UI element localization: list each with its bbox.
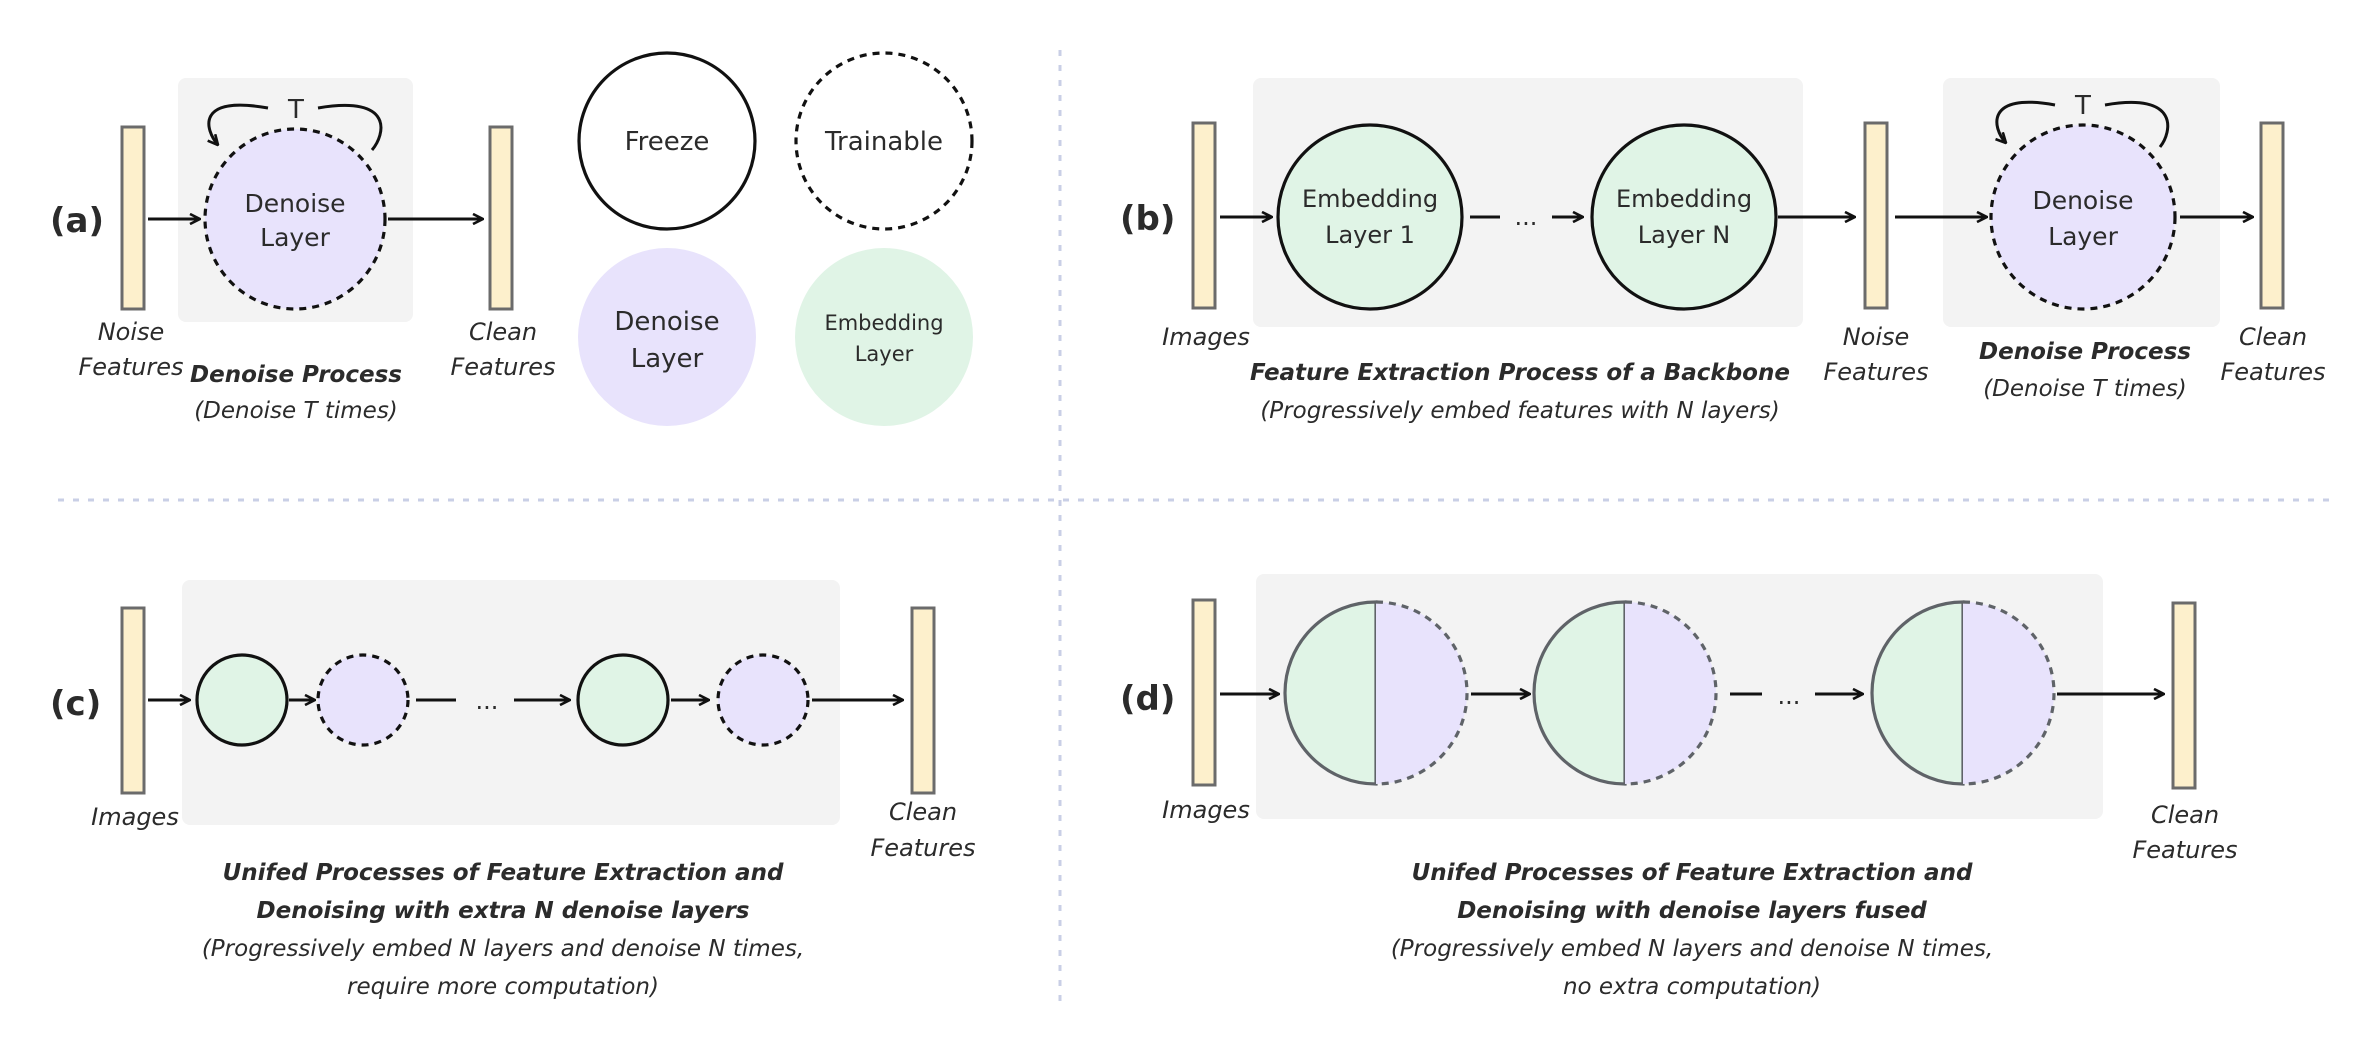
legend-embedding-label-2: Layer (855, 342, 914, 366)
denoise-layer-circle (203, 127, 387, 311)
denoise-circle-c-2 (716, 653, 810, 747)
panel-d-title-1: Unifed Processes of Feature Extraction a… (1412, 860, 1973, 886)
panel-d: (d) ... Images Clean Features Unifed Pro… (1120, 574, 2238, 1000)
clean-features-label-c-2: Features (870, 834, 975, 862)
denoise-label-2: Layer (260, 223, 330, 252)
loop-arrow-b (1997, 100, 2056, 143)
clean-features-bar-c (910, 606, 936, 795)
panel-b-denoise-subtitle: (Denoise T times) (1983, 376, 2187, 402)
panel-c: (c) ... Images Clean Features Unifed Pro… (50, 580, 976, 1000)
panel-a: (a) T Denoise Layer Noise Features Clean… (50, 78, 556, 424)
clean-features-label-2: Features (450, 353, 555, 381)
panel-c-title-1: Unifed Processes of Feature Extraction a… (223, 860, 784, 886)
panel-d-subtitle-1: (Progressively embed N layers and denois… (1391, 936, 1993, 962)
legend-denoise-circle (578, 248, 756, 426)
embedding-layer-n-circle (1590, 123, 1778, 311)
embedding-layer-n-label-1: Embedding (1616, 185, 1752, 213)
panel-b-subtitle: (Progressively embed features with N lay… (1260, 398, 1779, 424)
clean-features-bar-b (2259, 121, 2285, 310)
loop-label-b: T (2074, 91, 2091, 121)
panel-d-tag: (d) (1120, 679, 1175, 719)
ellipsis-c: ... (476, 687, 499, 715)
legend-denoise-label-2: Layer (631, 344, 704, 374)
noise-features-label-b-2: Features (1823, 358, 1928, 386)
embedding-circle-c-2 (576, 653, 670, 747)
noise-features-bar-b (1863, 121, 1889, 310)
panel-a-subtitle: (Denoise T times) (194, 398, 398, 424)
denoise-layer-circle-b (1989, 123, 2177, 311)
panel-a-tag: (a) (50, 201, 104, 241)
legend-denoise-label-1: Denoise (614, 307, 719, 337)
loop-label: T (287, 95, 304, 125)
fused-denoise-half-1 (1375, 600, 1469, 786)
embedding-layer-1-label-1: Embedding (1302, 185, 1438, 213)
noise-feature-bar (120, 125, 146, 311)
embedding-layer-n-label-2: Layer N (1638, 221, 1731, 249)
clean-features-label-d-1: Clean (2151, 801, 2219, 829)
clean-features-label-b-2: Features (2220, 358, 2325, 386)
images-label-d: Images (1162, 796, 1250, 824)
embedding-circle-c-1 (195, 653, 289, 747)
legend-freeze-label: Freeze (625, 127, 710, 157)
panel-c-subtitle-1: (Progressively embed N layers and denois… (202, 936, 804, 962)
fused-denoise-half-2 (1624, 600, 1718, 786)
noise-features-label-2: Features (78, 353, 183, 381)
embedding-layer-1-circle (1276, 123, 1464, 311)
panel-a-title: Denoise Process (190, 362, 402, 388)
legend: Freeze Trainable Denoise Layer Embedding… (577, 51, 974, 426)
denoise-label-b-2: Layer (2048, 222, 2118, 251)
denoise-label-1: Denoise (244, 189, 345, 218)
panel-d-title-2: Denoising with denoise layers fused (1457, 898, 1927, 924)
panel-c-tag: (c) (50, 684, 101, 724)
clean-features-label-d-2: Features (2132, 836, 2237, 864)
loop-arc-right-b (2104, 101, 2170, 148)
denoise-circle-c-1 (316, 653, 410, 747)
legend-embedding-label-1: Embedding (824, 311, 943, 335)
images-bar (1191, 121, 1217, 310)
panel-b-tag: (b) (1120, 199, 1175, 239)
panel-c-subtitle-2: require more computation) (347, 974, 659, 1000)
clean-features-label-1: Clean (469, 318, 537, 346)
clean-features-label-c-1: Clean (889, 798, 957, 826)
legend-freeze-circle (577, 51, 757, 231)
fused-embedding-half-1 (1283, 600, 1378, 786)
denoise-label-b-1: Denoise (2032, 186, 2133, 215)
fused-denoise-half-3 (1962, 600, 2056, 786)
legend-trainable-label: Trainable (824, 127, 943, 157)
embedding-layer-1-label-2: Layer 1 (1325, 221, 1415, 249)
ellipsis-b: ... (1515, 203, 1538, 231)
panel-d-subtitle-2: no extra computation) (1563, 974, 1821, 1000)
panel-c-process-box (182, 580, 840, 825)
panel-b-denoise-title: Denoise Process (1979, 339, 2191, 365)
loop-arrow (209, 103, 269, 145)
clean-feature-bar (488, 125, 514, 311)
panel-b-title: Feature Extraction Process of a Backbone (1250, 360, 1790, 386)
clean-features-bar-d (2171, 601, 2197, 790)
clean-features-label-b-1: Clean (2239, 323, 2307, 351)
fused-embedding-half-3 (1870, 600, 1965, 786)
noise-features-label-b-1: Noise (1843, 323, 1910, 351)
ellipsis-d: ... (1778, 682, 1801, 710)
images-bar-d (1191, 598, 1217, 787)
noise-features-label-1: Noise (98, 318, 165, 346)
images-label-c: Images (91, 803, 179, 831)
legend-embedding-circle (795, 248, 973, 426)
loop-arc-right (317, 104, 383, 151)
panel-b: (b) Embedding Layer 1 ... Embedding Laye… (1120, 78, 2326, 424)
panel-c-title-2: Denoising with extra N denoise layers (257, 898, 750, 924)
legend-trainable-circle (794, 51, 974, 231)
images-label-b: Images (1162, 323, 1250, 351)
images-bar-c (120, 606, 146, 795)
fused-embedding-half-2 (1532, 600, 1627, 786)
